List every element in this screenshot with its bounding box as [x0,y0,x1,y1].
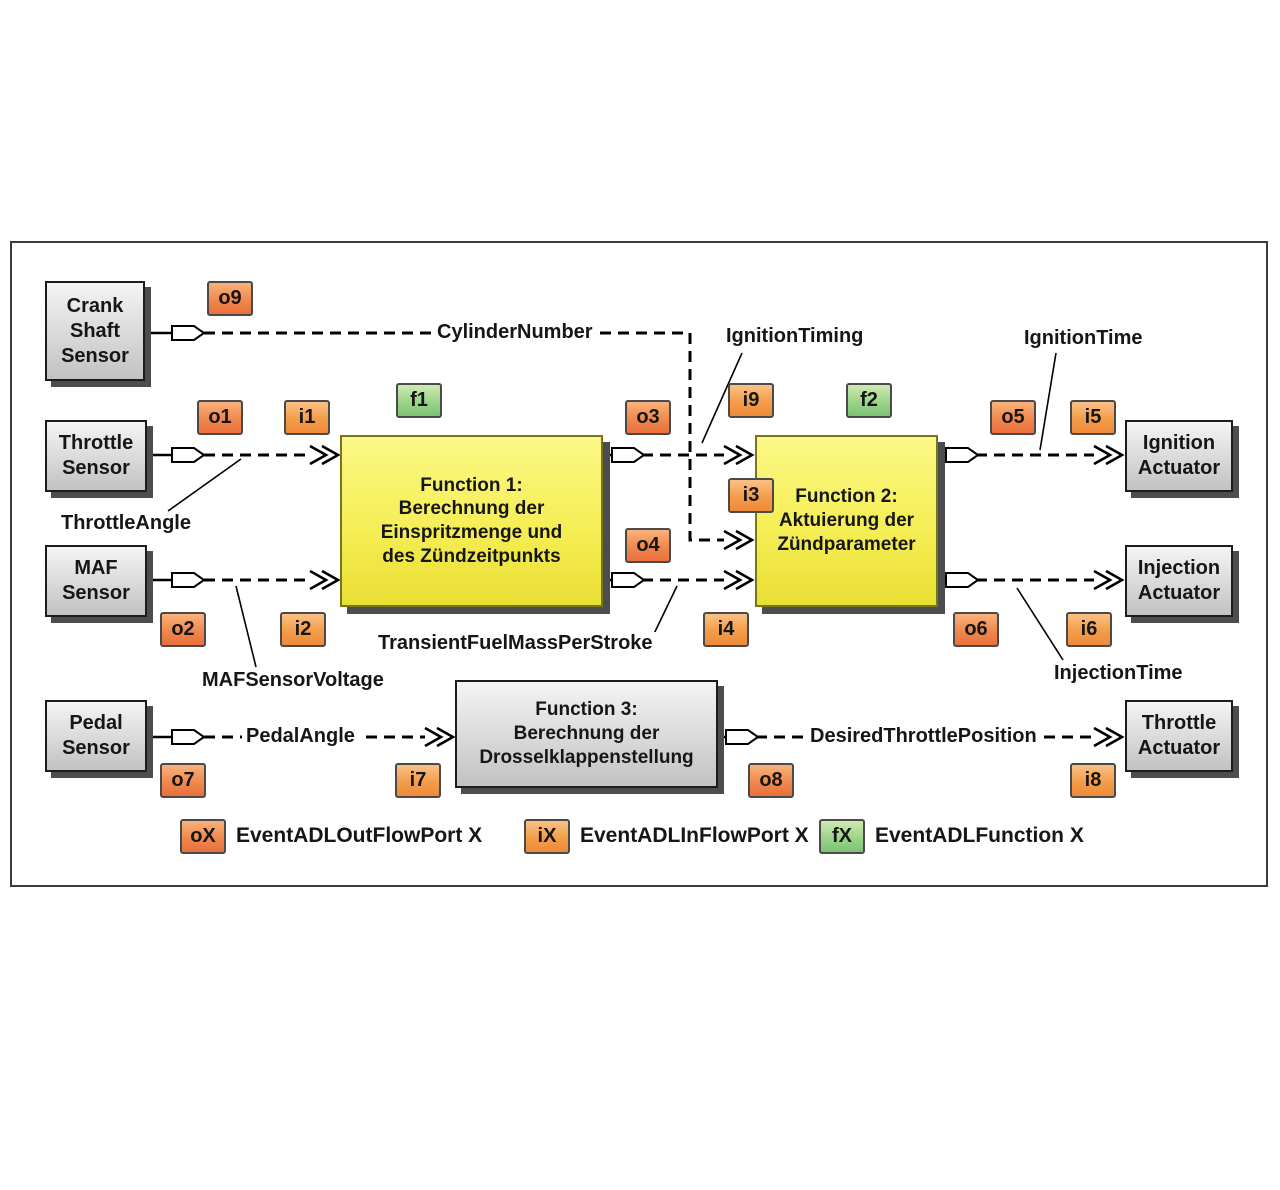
label-pedal-angle: PedalAngle [242,725,359,748]
port-o3: o3 [625,400,671,435]
label-cylinder-number: CylinderNumber [433,321,597,344]
port-f2: f2 [846,383,892,418]
port-i6: i6 [1066,612,1112,647]
port-o1: o1 [197,400,243,435]
injection-actuator-box: Injection Actuator [1125,545,1233,617]
maf-sensor-box: MAF Sensor [45,545,147,617]
legend-out-port-badge: oX [180,819,226,854]
port-i1: i1 [284,400,330,435]
port-o7: o7 [160,763,206,798]
port-i3: i3 [728,478,774,513]
legend-function-badge: fX [819,819,865,854]
port-o4: o4 [625,528,671,563]
label-injection-time: InjectionTime [1050,662,1187,685]
port-o8: o8 [748,763,794,798]
port-i7: i7 [395,763,441,798]
function1-box: Function 1: Berechnung der Einspritzmeng… [340,435,603,607]
label-throttle-angle: ThrottleAngle [57,512,195,535]
label-maf-sensor-voltage: MAFSensorVoltage [198,669,388,692]
port-o5: o5 [990,400,1036,435]
port-i4: i4 [703,612,749,647]
ignition-actuator-box: Ignition Actuator [1125,420,1233,492]
crank-shaft-sensor-box: Crank Shaft Sensor [45,281,145,381]
legend-in-port-badge: iX [524,819,570,854]
port-i9: i9 [728,383,774,418]
port-i8: i8 [1070,763,1116,798]
port-o6: o6 [953,612,999,647]
label-ignition-timing: IgnitionTiming [722,325,868,348]
throttle-actuator-box: Throttle Actuator [1125,700,1233,772]
legend-function-label: EventADLFunction X [875,824,1084,847]
label-desired-throttle-position: DesiredThrottlePosition [806,725,1041,748]
pedal-sensor-box: Pedal Sensor [45,700,147,772]
throttle-sensor-box: Throttle Sensor [45,420,147,492]
port-i5: i5 [1070,400,1116,435]
port-f1: f1 [396,383,442,418]
legend-out-port-label: EventADLOutFlowPort X [236,824,483,847]
label-ignition-time: IgnitionTime [1020,327,1147,350]
port-o2: o2 [160,612,206,647]
function3-box: Function 3: Berechnung der Drosselklappe… [455,680,718,788]
port-o9: o9 [207,281,253,316]
function2-box: Function 2: Aktuierung der Zündparameter [755,435,938,607]
label-transient-fuel-mass: TransientFuelMassPerStroke [374,632,657,655]
port-i2: i2 [280,612,326,647]
legend-in-port-label: EventADLInFlowPort X [580,824,809,847]
